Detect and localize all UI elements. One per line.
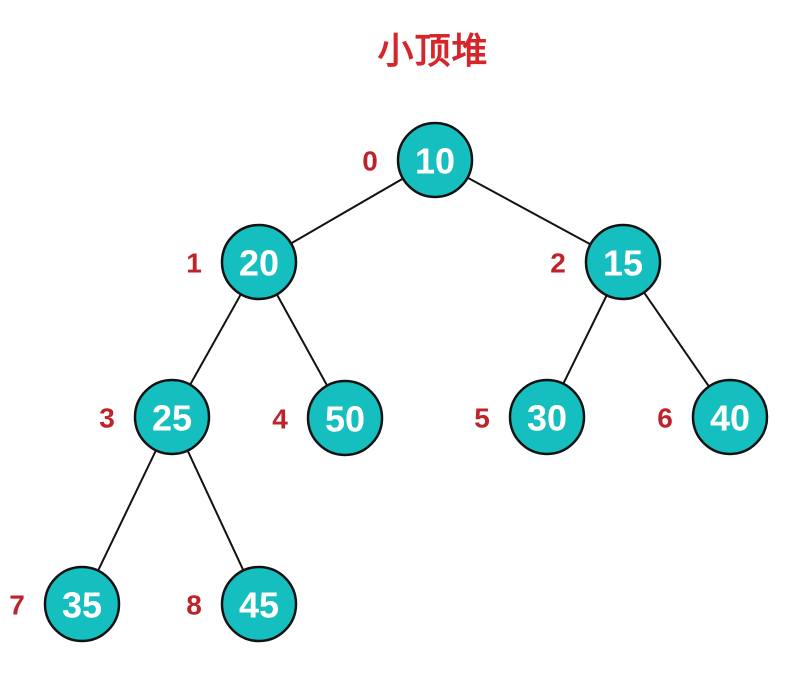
heap-node xyxy=(133,378,211,456)
node-index-label: 3 xyxy=(99,403,115,434)
node-index-label: 5 xyxy=(474,403,490,434)
diagram-title: 小顶堆 xyxy=(377,30,489,71)
node-value: 25 xyxy=(152,398,192,439)
node-value: 35 xyxy=(62,585,102,626)
node-value: 10 xyxy=(415,141,455,182)
node-index-label: 1 xyxy=(186,248,202,279)
heap-node xyxy=(584,223,662,301)
node-index-label: 0 xyxy=(362,146,378,177)
node-value: 45 xyxy=(239,585,279,626)
node-index-label: 8 xyxy=(186,590,202,621)
heap-node xyxy=(306,379,384,457)
node-value: 15 xyxy=(603,243,643,284)
heap-node xyxy=(396,121,474,199)
node-index-label: 2 xyxy=(550,248,566,279)
node-value: 50 xyxy=(325,399,365,440)
heap-node xyxy=(43,565,121,643)
heap-node xyxy=(691,378,769,456)
heap-node xyxy=(220,223,298,301)
node-value: 30 xyxy=(527,398,567,439)
heap-node xyxy=(220,565,298,643)
heap-node xyxy=(508,378,586,456)
node-index-label: 6 xyxy=(657,403,673,434)
node-index-label: 4 xyxy=(272,404,288,435)
node-index-label: 7 xyxy=(9,590,25,621)
node-value: 20 xyxy=(239,243,279,284)
node-value: 40 xyxy=(710,398,750,439)
